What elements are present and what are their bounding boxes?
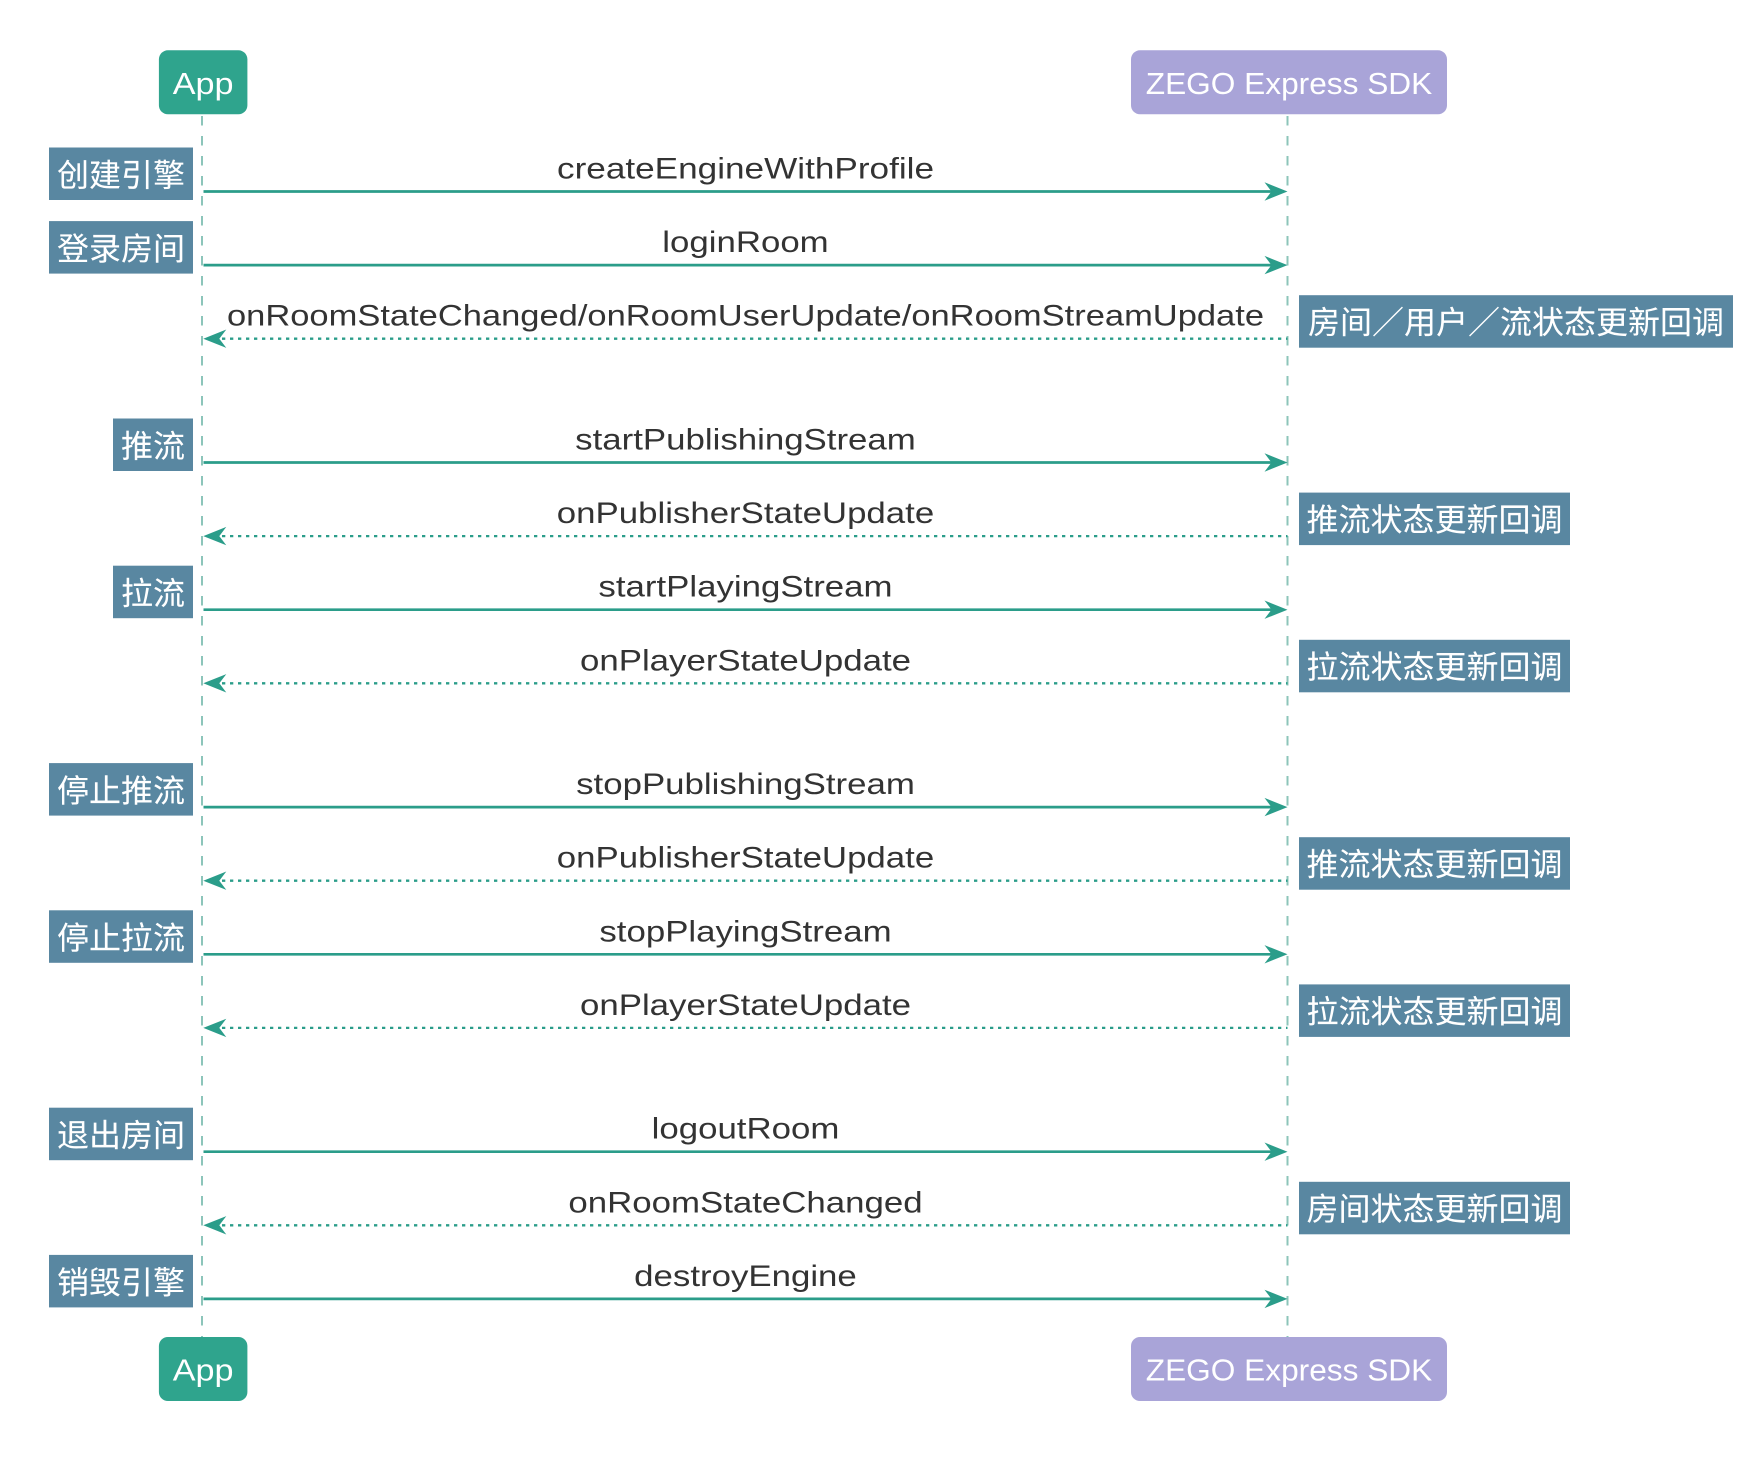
svg-text:ZEGO Express SDK: ZEGO Express SDK [1146,1353,1433,1388]
svg-text:logoutRoom: logoutRoom [652,1113,840,1146]
svg-text:loginRoom: loginRoom [662,226,828,259]
svg-text:onRoomStateChanged/onRoomUserU: onRoomStateChanged/onRoomUserUpdate/onRo… [227,300,1264,333]
svg-text:destroyEngine: destroyEngine [634,1260,857,1293]
svg-text:stopPublishingStream: stopPublishingStream [576,768,915,801]
svg-text:onPlayerStateUpdate: onPlayerStateUpdate [580,989,911,1022]
svg-text:stopPlayingStream: stopPlayingStream [599,915,891,948]
svg-text:onPublisherStateUpdate: onPublisherStateUpdate [557,497,934,530]
svg-text:onPlayerStateUpdate: onPlayerStateUpdate [580,644,911,677]
svg-text:startPublishingStream: startPublishingStream [575,424,916,457]
svg-text:onRoomStateChanged: onRoomStateChanged [568,1186,922,1219]
svg-text:startPlayingStream: startPlayingStream [598,571,892,604]
svg-text:App: App [173,1353,234,1388]
svg-text:createEngineWithProfile: createEngineWithProfile [557,153,934,186]
svg-text:App: App [173,66,234,101]
svg-text:onPublisherStateUpdate: onPublisherStateUpdate [557,842,934,875]
svg-text:ZEGO Express SDK: ZEGO Express SDK [1146,66,1433,101]
